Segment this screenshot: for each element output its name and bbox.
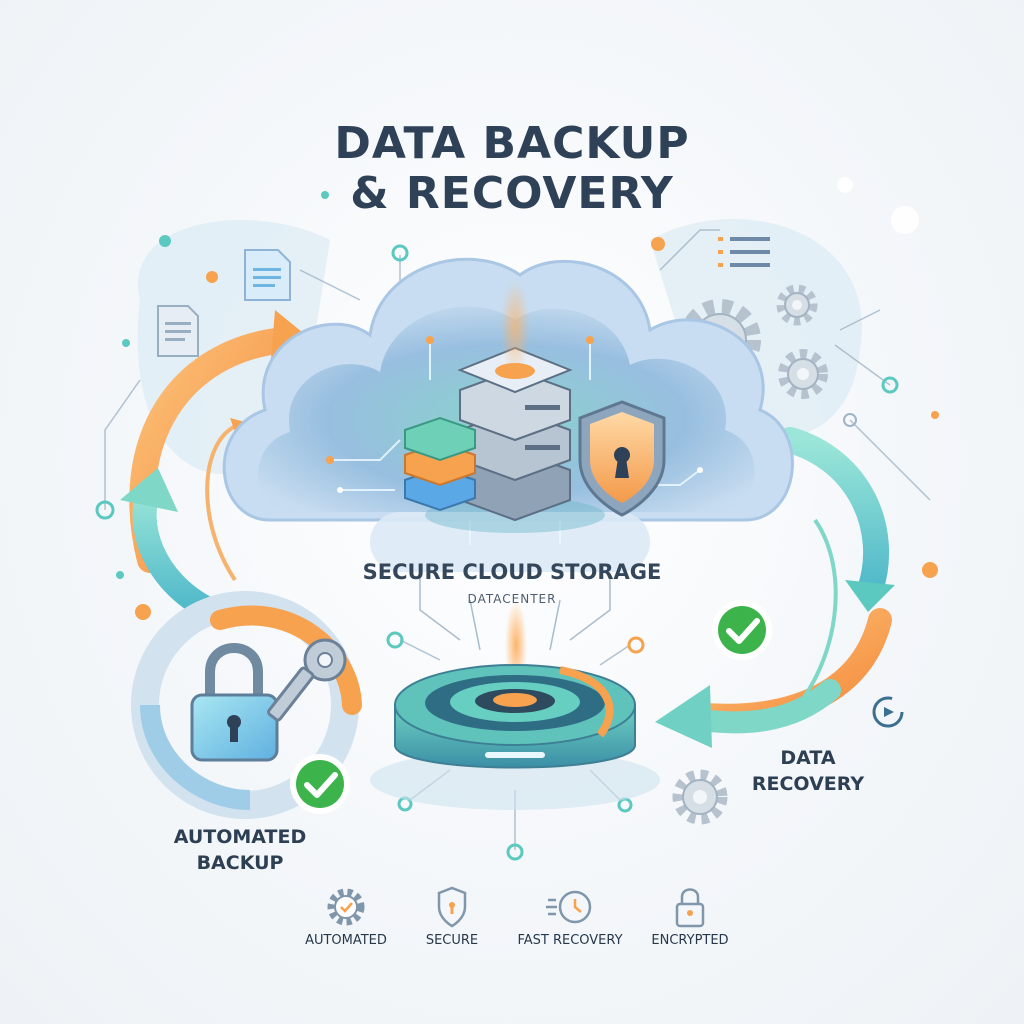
recovery-arrow-teal-2 <box>689 679 841 734</box>
backup-arrow-head-teal <box>120 468 178 512</box>
recovery-arrow-head-2 <box>655 685 712 748</box>
padlock-icon <box>675 888 705 928</box>
title-line-2: & RECOVERY <box>350 168 674 219</box>
gear-check-icon <box>327 888 365 926</box>
list-icon <box>718 237 770 267</box>
document-icon <box>157 305 199 357</box>
data-recovery-line-2: RECOVERY <box>751 773 865 795</box>
feature-label: FAST RECOVERY <box>517 933 623 948</box>
automated-backup-line-1: AUTOMATED <box>173 826 307 848</box>
storage-disk-icon <box>370 664 660 810</box>
automated-backup-line-2: BACKUP <box>196 852 284 874</box>
feature-automated: AUTOMATED <box>271 885 421 948</box>
data-blocks-icon <box>404 416 476 512</box>
key-icon <box>267 638 347 722</box>
check-badge-icon <box>290 754 350 814</box>
thin-arrow-right <box>788 518 838 717</box>
feature-label: AUTOMATED <box>305 933 387 948</box>
thin-arrow-left <box>205 423 239 582</box>
gear-icon <box>778 349 828 399</box>
clock-speed-icon <box>546 890 592 924</box>
light-beam <box>500 280 530 375</box>
check-badge-icon <box>712 600 772 660</box>
automated-backup-label: AUTOMATED BACKUP <box>130 824 350 876</box>
title-line-1: DATA BACKUP <box>334 118 690 169</box>
data-recovery-label: DATA RECOVERY <box>698 745 918 797</box>
recovery-arrow-head <box>845 580 895 612</box>
shield-lock-icon <box>578 400 666 517</box>
gear-icon <box>776 284 818 326</box>
server-stack-icon <box>425 346 605 533</box>
gear-icon <box>672 769 728 825</box>
feature-fast-recovery: FAST RECOVERY <box>495 885 645 948</box>
feature-encrypted: ENCRYPTED <box>615 885 765 948</box>
data-recovery-line-1: DATA <box>780 747 836 769</box>
shield-lock-icon <box>437 886 467 928</box>
padlock-icon <box>190 643 279 762</box>
backup-ring <box>131 591 362 819</box>
recovery-arrow-teal <box>777 427 890 603</box>
feature-secure: SECURE <box>377 885 527 948</box>
decorative-dots <box>95 177 939 861</box>
feature-label: SECURE <box>425 933 479 948</box>
feature-label: ENCRYPTED <box>651 933 729 948</box>
restore-icon <box>872 696 904 728</box>
cloud-sublabel: DATACENTER <box>467 592 557 606</box>
document-icon <box>244 249 291 301</box>
cloud-label: SECURE CLOUD STORAGE <box>362 560 662 584</box>
